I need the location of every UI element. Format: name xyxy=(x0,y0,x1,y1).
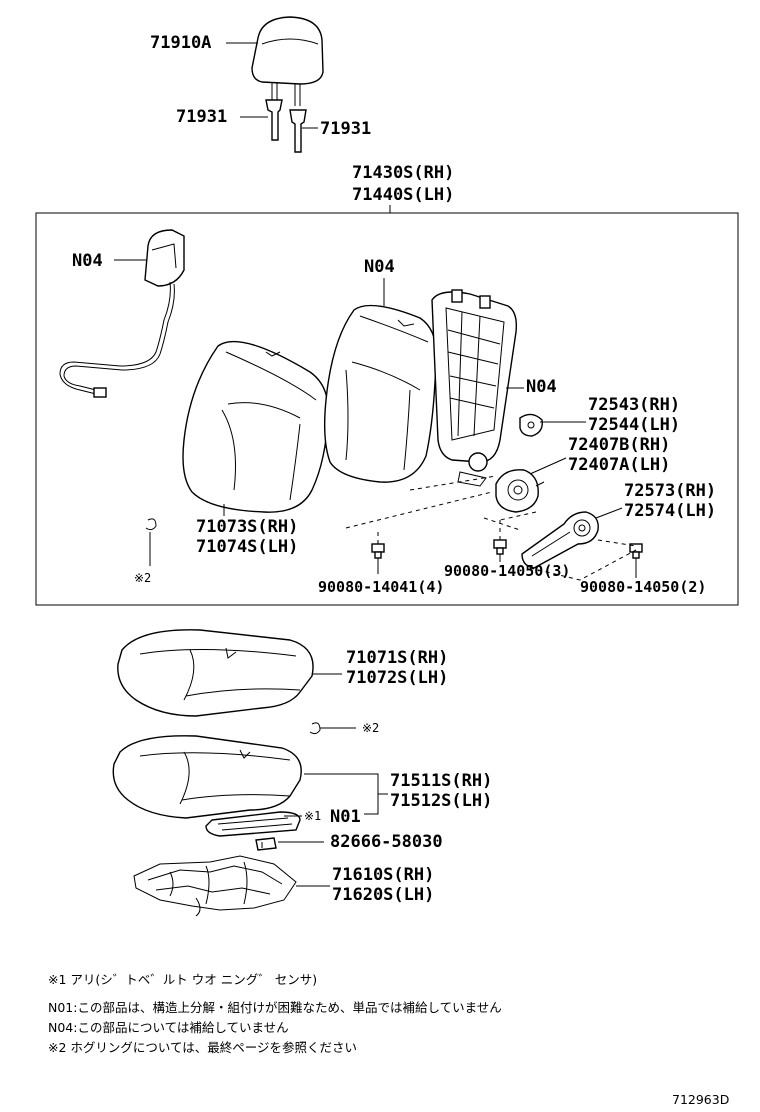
cushion-cover-drawing xyxy=(117,629,314,717)
label-71620s: 71620S(LH) xyxy=(332,885,434,905)
label-n04-a: N04 xyxy=(72,251,103,271)
headrest-drawing xyxy=(251,16,324,106)
label-71511s: 71511S(RH) xyxy=(390,771,492,791)
label-bolt-2: 90080-14050(3) xyxy=(444,562,570,580)
label-mark1: ※1 xyxy=(304,809,321,823)
label-n01: N01 xyxy=(330,807,361,827)
hog-ring-b-drawing xyxy=(309,722,356,735)
label-n04-b: N04 xyxy=(364,257,395,277)
label-71073s: 71073S(RH) xyxy=(196,517,298,537)
label-support-left: 71931 xyxy=(176,107,227,127)
label-72544: 72544(LH) xyxy=(588,415,680,435)
label-72407a: 72407A(LH) xyxy=(568,455,670,475)
headrest-support-drawing xyxy=(265,99,307,153)
clip-drawing xyxy=(255,837,277,851)
hog-ring-a-drawing xyxy=(145,518,157,566)
recliner-cap-drawing xyxy=(519,413,543,437)
cushion-pad-drawing xyxy=(112,735,302,819)
recliner-adjuster-drawing xyxy=(495,469,545,513)
label-72407b: 72407B(RH) xyxy=(568,435,670,455)
label-mark2-a: ※2 xyxy=(134,571,151,585)
back-pad-wire-drawing xyxy=(59,229,185,398)
label-72543: 72543(RH) xyxy=(588,395,680,415)
note-4: ※2 ホグリングについては、最終ページを参照ください xyxy=(48,1040,357,1055)
label-71610s: 71610S(RH) xyxy=(332,865,434,885)
label-bolt-3: 90080-14050(2) xyxy=(580,578,706,596)
label-71074s: 71074S(LH) xyxy=(196,537,298,557)
back-assembly-frame xyxy=(35,212,739,606)
bolt-drawings xyxy=(371,539,643,559)
label-72574: 72574(LH) xyxy=(624,501,716,521)
label-bolt-1: 90080-14041(4) xyxy=(318,578,444,596)
note-3: N04:この部品については補給していません xyxy=(48,1020,289,1035)
label-headrest: 71910A xyxy=(150,33,211,53)
label-72573: 72573(RH) xyxy=(624,481,716,501)
recliner-cover-drawing xyxy=(521,511,599,569)
seatback-frame-drawing xyxy=(431,289,518,487)
note-2: N01:この部品は、構造上分解・組付けが困難なため、単品では補給していません xyxy=(48,1000,502,1015)
seat-spring-drawing xyxy=(133,855,297,917)
sensor-mat-drawing xyxy=(205,811,301,837)
label-mark2-b: ※2 xyxy=(362,721,379,735)
label-n04-c: N04 xyxy=(526,377,557,397)
label-71512s: 71512S(LH) xyxy=(390,791,492,811)
note-1: ※1 アリ(シ゛トベ゛ルト ウオ ニング゛ センサ) xyxy=(48,972,317,987)
seatback-pad-drawing xyxy=(323,304,437,483)
label-back-assy-rh: 71430S(RH) xyxy=(352,163,454,183)
label-82666: 82666-58030 xyxy=(330,832,443,852)
seatback-cover-drawing xyxy=(182,340,329,513)
label-71071s: 71071S(RH) xyxy=(346,648,448,668)
label-support-right: 71931 xyxy=(320,119,371,139)
label-71072s: 71072S(LH) xyxy=(346,668,448,688)
diagram-id: 712963D xyxy=(672,1092,729,1107)
label-back-assy-lh: 71440S(LH) xyxy=(352,185,454,205)
